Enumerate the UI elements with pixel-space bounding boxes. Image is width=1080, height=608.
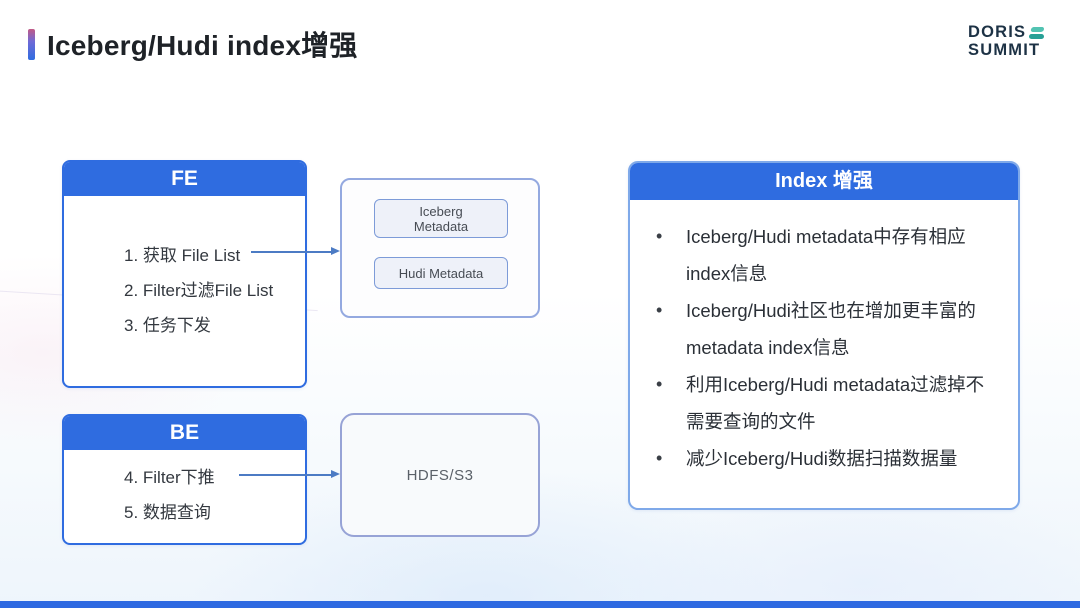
hudi-metadata-label: Hudi Metadata	[398, 265, 484, 281]
hdfs-s3-label: HDFS/S3	[406, 466, 474, 484]
be-step-5: 5. 数据查询	[124, 503, 211, 522]
hdfs-s3-box: HDFS/S3	[340, 413, 540, 537]
be-box: BE 4. Filter下推 5. 数据查询	[62, 414, 307, 545]
doris-summit-logo: DORIS SUMMIT	[968, 23, 1052, 59]
stacked-layers-icon	[1029, 27, 1045, 39]
index-bullet-list: • Iceberg/Hudi metadata中存有相应index信息 • Ic…	[630, 200, 1018, 477]
fe-box-header: FE	[64, 162, 305, 196]
logo-line2: SUMMIT	[968, 41, 1041, 59]
hudi-metadata-box: Hudi Metadata	[374, 257, 508, 289]
index-bullet-4: • 减少Iceberg/Hudi数据扫描数据量	[656, 440, 1002, 477]
index-bullet-3: • 利用Iceberg/Hudi metadata过滤掉不需要查询的文件	[656, 366, 1002, 440]
be-step-list: 4. Filter下推 5. 数据查询	[64, 450, 305, 530]
index-box-header: Index 增强	[630, 163, 1018, 200]
bullet-dot-icon: •	[656, 448, 663, 468]
arrow-be-to-storage	[239, 470, 341, 480]
fe-box: FE 1. 获取 File List 2. Filter过滤File List …	[62, 160, 307, 388]
be-box-header: BE	[64, 416, 305, 450]
iceberg-metadata-label: Iceberg Metadata	[413, 203, 469, 234]
fe-step-2: 2. Filter过滤File List	[124, 281, 274, 300]
title-accent-bar	[28, 29, 35, 60]
fe-step-1: 1. 获取 File List	[124, 246, 241, 265]
bullet-dot-icon: •	[656, 226, 663, 246]
bullet-dot-icon: •	[656, 374, 663, 394]
arrow-fe-to-metadata	[251, 247, 341, 257]
fe-step-list: 1. 获取 File List 2. Filter过滤File List 3. …	[64, 196, 305, 343]
fe-step-3: 3. 任务下发	[124, 316, 211, 335]
metadata-group-box: Iceberg Metadata Hudi Metadata	[340, 178, 540, 318]
be-step-4: 4. Filter下推	[124, 468, 215, 487]
index-bullet-2: • Iceberg/Hudi社区也在增加更丰富的metadata index信息	[656, 292, 1002, 366]
bottom-accent-bar	[0, 601, 1080, 608]
arrowhead-right-icon	[331, 247, 340, 255]
page-title: Iceberg/Hudi index增强	[47, 30, 358, 61]
index-enhancement-box: Index 增强 • Iceberg/Hudi metadata中存有相应ind…	[628, 161, 1020, 510]
bullet-dot-icon: •	[656, 300, 663, 320]
index-bullet-1: • Iceberg/Hudi metadata中存有相应index信息	[656, 218, 1002, 292]
logo-line1: DORIS	[968, 23, 1027, 41]
arrowhead-right-icon	[331, 470, 340, 478]
iceberg-metadata-box: Iceberg Metadata	[374, 199, 508, 238]
